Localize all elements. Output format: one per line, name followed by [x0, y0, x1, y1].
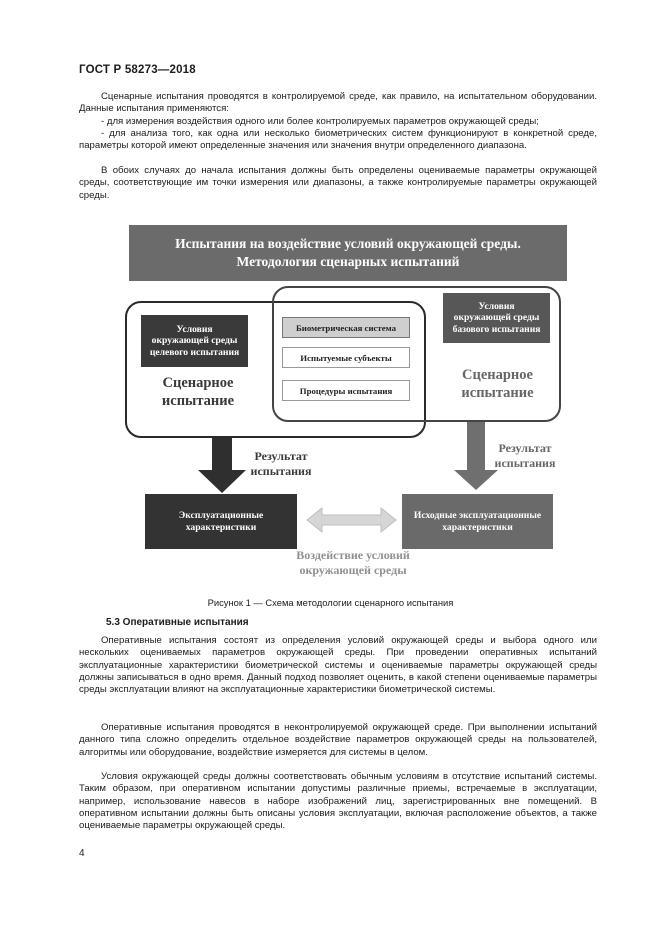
- page-number: 4: [79, 848, 85, 859]
- figure-title-banner: Испытания на воздействие условий окружаю…: [129, 225, 567, 281]
- baseline-performance-box: Исходные эксплуатационные характеристики: [402, 494, 553, 549]
- intro-paragraph-2: В обоих случаях до начала испытания долж…: [79, 165, 597, 201]
- section-heading: 5.3 Оперативные испытания: [106, 617, 249, 628]
- intro-list-item-1: - для измерения воздействия одного или б…: [101, 116, 539, 127]
- intro-list-item-2: - для анализа того, как одна или несколь…: [79, 128, 597, 152]
- section-paragraph-3: Условия окружающей среды должны соответс…: [79, 771, 597, 832]
- base-test-conditions-box: Условия окружающей среды базового испыта…: [443, 293, 550, 343]
- section-paragraph-1: Оперативные испытания состоят из определ…: [79, 635, 597, 696]
- biometric-system-box: Биометрическая система: [282, 317, 410, 338]
- banner-line-1: Испытания на воздействие условий окружаю…: [175, 236, 521, 251]
- test-procedures-box: Процедуры испытания: [282, 380, 410, 401]
- arrow-down-right: [454, 422, 498, 490]
- document-header: ГОСТ Р 58273—2018: [79, 64, 196, 76]
- arrow-down-left: [198, 438, 246, 493]
- intro-paragraph-1: Сценарные испытания проводятся в контрол…: [79, 91, 597, 115]
- arrow-double-horizontal: [306, 506, 397, 534]
- environmental-influence-label: Воздействие условий окружающей среды: [296, 548, 410, 577]
- scenario-frame-target: [125, 301, 426, 438]
- test-result-label-left: Результат испытания: [250, 449, 312, 478]
- scenario-frame-base: [272, 286, 561, 422]
- performance-characteristics-box: Эксплуатационные характеристики: [145, 494, 297, 549]
- scenario-test-label-left: Сценарное испытание: [161, 375, 235, 409]
- target-test-conditions-box: Условия окружающей среды целевого испыта…: [141, 315, 248, 367]
- section-paragraph-2: Оперативные испытания проводятся в некон…: [79, 722, 597, 758]
- banner-line-2: Методология сценарных испытаний: [236, 254, 460, 269]
- test-result-label-right: Результат испытания: [494, 441, 556, 470]
- figure-caption: Рисунок 1 — Схема методологии сценарного…: [207, 597, 454, 608]
- scenario-test-label-right: Сценарное испытание: [461, 367, 534, 401]
- test-subjects-box: Испытуемые субъекты: [282, 347, 410, 368]
